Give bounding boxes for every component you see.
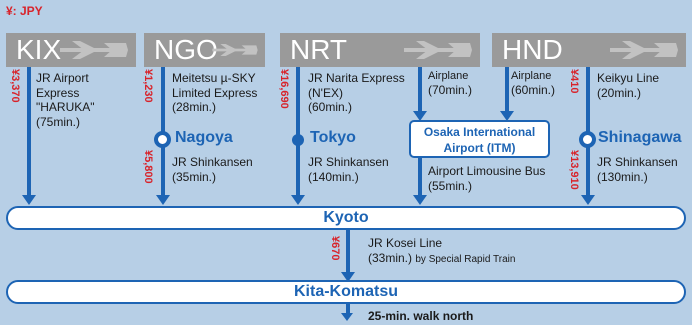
arrow-head [22,195,36,205]
airport-code-ngo: NGO [154,34,218,65]
airplane-icon [404,41,472,59]
airplane-icon [60,41,128,59]
fare-kix: ¥3,370 [9,69,21,103]
route-text-itm-bus: Airport Limousine Bus (55min.) [428,164,546,193]
route-text-kosei: JR Kosei Line (33min.) by Special Rapid … [368,236,516,265]
fare-nrt: ¥16,690 [278,69,290,109]
route-line-kosei [346,230,350,274]
airport-code-kix: KIX [16,34,62,65]
arrow-head [291,195,305,205]
currency-note: ¥: JPY [6,4,43,18]
arrow-head [581,195,595,205]
airport-code-hnd: HND [502,34,563,65]
route-text-ngo: Meitetsu µ-SKY Limited Express (28min.) [172,71,258,114]
station-tokyo: Tokyo [310,129,356,146]
airport-ngo: NGO [144,33,265,67]
airport-kix: KIX [6,33,136,67]
route-text-kix: JR Airport Express "HARUKA" (75min.) [36,71,95,129]
route-text-nrt: JR Narita Express (N'EX) (60min.) [308,71,405,114]
airport-hnd: HND [492,33,686,67]
airplane-icon [212,44,258,56]
route-text-nagoya-shinkansen: JR Shinkansen (35min.) [172,155,253,184]
arrow-head [500,111,514,121]
station-nagoya: Nagoya [175,129,233,146]
arrow-head [156,195,170,205]
station-shinagawa: Shinagawa [598,129,682,146]
fare-ngo-shinkansen: ¥5,800 [142,150,154,184]
route-line-nrt [296,67,300,197]
station-kyoto: Kyoto [6,206,686,230]
route-line-hnd-airplane [505,67,509,113]
route-text-hnd: Keikyu Line (20min.) [597,71,660,100]
station-marker-tokyo [292,134,304,146]
airport-code-nrt: NRT [290,34,348,65]
route-text-nrt-airplane: Airplane (70min.) [428,70,473,97]
arrow-head [413,111,427,121]
route-line-nrt-airplane [418,67,422,113]
arrow-head [341,313,353,321]
station-marker-nagoya [154,131,171,148]
walk-line [346,304,350,314]
fare-ngo-meitetsu: ¥1,230 [142,69,154,103]
walk-directions: 25-min. walk north [368,309,474,323]
route-text-shinagawa-shinkansen: JR Shinkansen (130min.) [597,155,678,184]
fare-kosei: ¥670 [329,236,341,261]
route-line-itm-bus [418,158,422,197]
fare-hnd-shinkansen: ¥13,910 [568,150,580,190]
airplane-icon [610,41,678,59]
fare-hnd-keikyu: ¥410 [568,69,580,94]
arrow-head [341,272,355,282]
route-line-kix [27,67,31,197]
station-itm: Osaka International Airport (ITM) [409,120,550,158]
airport-nrt: NRT [280,33,480,67]
arrow-head [413,195,427,205]
station-marker-shinagawa [579,131,596,148]
station-kita-komatsu: Kita-Komatsu [6,280,686,304]
route-text-tokyo-shinkansen: JR Shinkansen (140min.) [308,155,389,184]
route-text-hnd-airplane: Airplane (60min.) [511,70,556,97]
